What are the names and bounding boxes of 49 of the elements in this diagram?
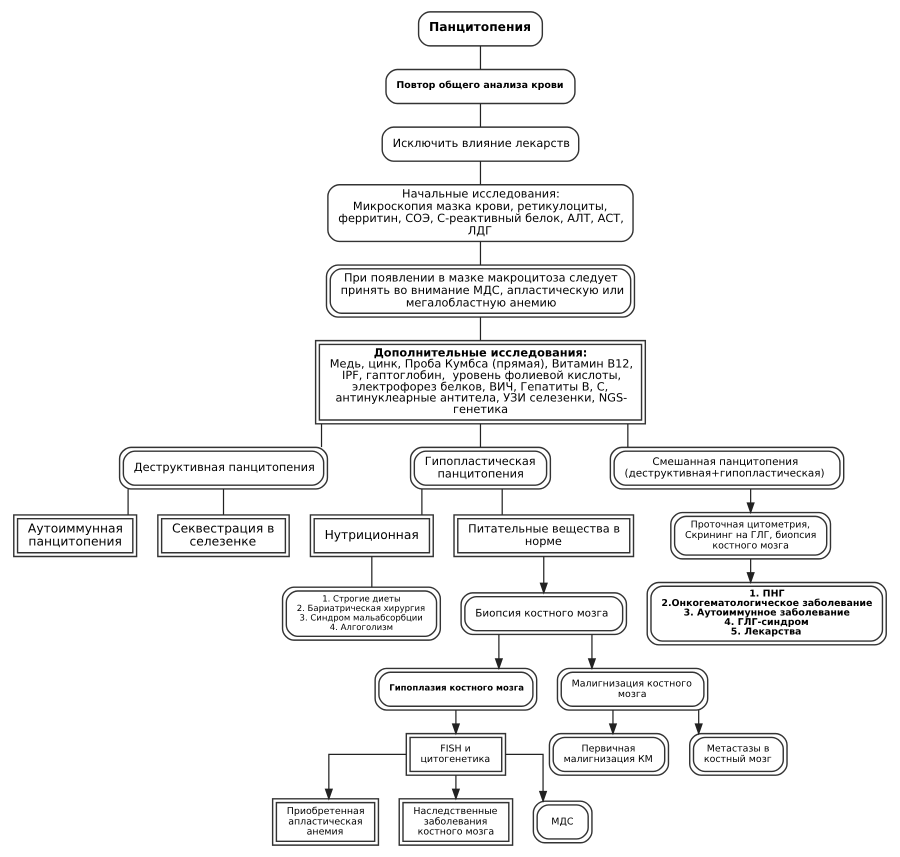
node-box: Гипопластическая панцитопения xyxy=(410,446,552,490)
connector xyxy=(480,46,482,70)
node-box: Аутоиммунная панцитопения xyxy=(13,514,138,558)
node-box: Секвестрация в селезенке xyxy=(157,514,290,558)
node-box: Исключить влияние лекарств xyxy=(382,126,580,162)
arrow xyxy=(324,754,406,801)
arrow xyxy=(746,489,755,514)
arrow xyxy=(608,710,618,736)
node-box: Дополнительные исследования: Медь, цинк, Проба Кумбса (прямая), Витамин В12, IPF, гаптоглобин, уровень фолиевой кислоты, электрофорез белков, ВИЧ, Гепатиты В, С, антинуклеарные антитела, УЗИ селезенки, NGS-генетика xyxy=(314,340,646,424)
node-box: Панцитопения xyxy=(418,11,544,47)
arrow xyxy=(746,559,755,584)
connector xyxy=(222,489,224,514)
connector xyxy=(480,424,482,448)
connector xyxy=(502,489,503,514)
arrow xyxy=(588,634,596,670)
node-box: Нутриционная xyxy=(310,514,434,558)
node-box: Метастазы в костный мозг xyxy=(689,732,788,776)
connector xyxy=(127,489,129,514)
node-box: 1. ПНГ 2.Онкогематологическое заболевание 3. Аутоиммунное заболевание 4. ГЛГ-синдром 5. Лекарства xyxy=(646,582,887,646)
node-box: Смешанная панцитопения (деструктивная+гипопластическая) xyxy=(610,446,844,490)
arrow xyxy=(506,754,548,803)
node-box: Биопсия костного мозга xyxy=(460,592,628,636)
arrow xyxy=(540,556,548,595)
connector xyxy=(480,104,482,127)
node-box: Начальные исследования: Микроскопия мазка крови, ретикулоциты, ферритин, СОЭ, С-реактивный белок, АЛТ, АСТ, ЛДГ xyxy=(327,184,634,242)
node-box: МДС xyxy=(532,800,593,844)
arrow xyxy=(494,634,504,670)
connector xyxy=(480,161,482,185)
arrow xyxy=(452,710,460,736)
node-box: Приобретенная апластическая анемия xyxy=(272,798,380,846)
node-box: Первичная малигнизация КМ xyxy=(548,732,670,776)
node-box: FISH и цитогенетика xyxy=(406,732,506,776)
node-box: Повтор общего анализа крови xyxy=(385,68,576,104)
node-box: Питательные вещества в норме xyxy=(453,514,634,558)
connector xyxy=(627,424,628,448)
connector xyxy=(320,424,322,448)
node-box: Малигнизация костного мозга xyxy=(556,668,708,711)
node-box: Проточная цитометрия, Скрининг на ГЛГ, биопсия костного мозга xyxy=(670,512,832,560)
connector xyxy=(371,556,372,588)
node-box: 1. Строгие диеты 2. Бариатрическая хирургия 3. Синдром мальабсорбции 4. Алгоголизм xyxy=(282,586,442,641)
arrow xyxy=(694,710,703,736)
node-box: Деструктивная панцитопения xyxy=(118,446,328,490)
connector xyxy=(480,317,482,340)
connector xyxy=(421,489,422,514)
connector xyxy=(480,242,482,266)
node-box: Гипоплазия костного мозга xyxy=(374,668,538,711)
node-box: При появлении в мазке макроцитоза следует принять во внимание МДС, апластическую или мегалобластную анемию xyxy=(326,264,636,318)
node-box: Наследственные заболевания костного мозга xyxy=(398,798,514,846)
arrow xyxy=(452,775,460,800)
